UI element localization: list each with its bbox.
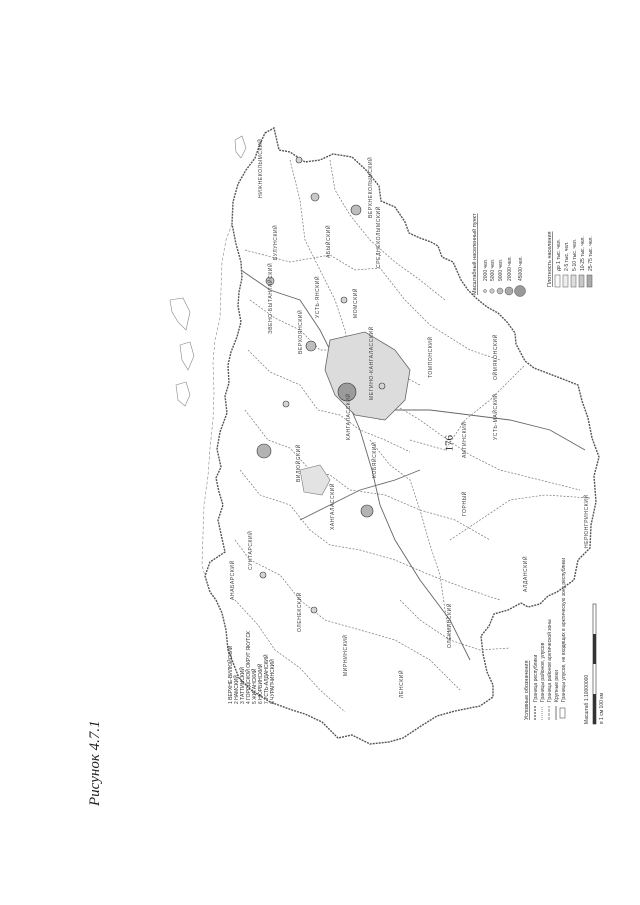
page-number: 176	[444, 435, 456, 452]
district-label: ТОМПОНСКИЙ	[426, 336, 434, 378]
settlement-marker	[282, 400, 290, 408]
district-label: ВЕРХНЕКОЛЫМСКИЙ	[366, 157, 374, 218]
legend-item: до 1 тыс. чел.	[556, 239, 562, 271]
southern-zone-shading	[299, 464, 331, 496]
numbered-district: 8 ЧУРАПЧИНСКИЙ	[268, 659, 276, 704]
scale-note: в 1 см 100 км	[599, 693, 605, 724]
legend-item: 9000 чел.	[498, 259, 504, 281]
legend-item: Крупные реки	[554, 670, 560, 702]
numbered-district: 7 УСТЬ-АЛДАНСКИЙ	[262, 654, 270, 704]
district-label: НЕРЮНГРИНСКИЙ	[582, 494, 590, 548]
coastline	[201, 223, 233, 577]
legend-settlements: Масштабный населенный пункт 2000 чел. 50…	[471, 213, 526, 297]
settlement-marker	[360, 504, 374, 518]
republic-boundary	[204, 126, 600, 745]
numbered-district: 1 ВЕРХНЕ-ВИЛЮЙСКИЙ	[226, 645, 234, 704]
district-label: ОЛЕНЕКСКИЙ	[295, 592, 303, 632]
district-label: АНАБАРСКИЙ	[228, 560, 236, 600]
legend-item: Граница республики	[533, 655, 539, 702]
district-label: АБЫЙСКИЙ	[324, 225, 332, 258]
island	[179, 341, 195, 371]
district-label: СРЕДНЕКОЛЫМСКИЙ	[374, 206, 382, 268]
district-labels: АНАБАРСКИЙ ОЛЕНЕКСКИЙ МИРНИНСКИЙ ЛЕНСКИЙ…	[228, 139, 590, 698]
district-label: АМГИНСКИЙ	[460, 421, 468, 458]
numbered-district: 2 НАМСКИЙ	[232, 675, 240, 704]
legend-item: 5000 чел.	[490, 259, 496, 281]
district-label: АЛДАНСКИЙ	[521, 556, 529, 592]
settlements	[256, 156, 386, 614]
settlement-marker	[337, 382, 357, 402]
settlement-marker	[340, 296, 348, 304]
district-label: ОЙМЯКОНСКИЙ	[491, 334, 499, 380]
settlement-marker	[310, 606, 318, 614]
district-label: ХАНГАЛАССКИЙ	[328, 483, 336, 530]
legend-item: Границы улусов, не входящих в арктическу…	[561, 558, 567, 702]
settlement-marker	[256, 443, 272, 459]
scale-bar: Масштаб 1:10000000 в 1 см 100 км	[584, 603, 605, 725]
district-label: УСТЬ-МАЙСКИЙ	[491, 393, 499, 440]
numbered-district: 5 ЖИГАНСКИЙ	[250, 668, 258, 704]
district-label: МОМСКИЙ	[351, 288, 359, 318]
legend-item: 10-25 тыс. чел.	[580, 236, 586, 271]
district-label: МИРНИНСКИЙ	[341, 634, 349, 676]
numbered-district: 4 ГОРОДСКОЙ ОКРУГ ЯКУТСК	[244, 631, 252, 704]
legend-conventional-title: Условные обозначения	[524, 661, 530, 720]
settlement-marker	[305, 340, 317, 352]
district-boundaries	[234, 159, 591, 713]
legend-settlements-title: Масштабный населенный пункт	[471, 213, 478, 295]
district-label: ВЕРХОЯНСКИЙ	[296, 310, 304, 354]
numbered-district: 6 НЮРБИНСКИЙ	[256, 663, 264, 704]
scale-label: Масштаб 1:10000000	[584, 675, 590, 724]
island	[169, 297, 191, 331]
island	[175, 381, 191, 407]
island	[234, 135, 247, 159]
numbered-district-list: 1 ВЕРХНЕ-ВИЛЮЙСКИЙ 2 НАМСКИЙ 3 ТАТТИНСКИ…	[226, 631, 276, 704]
district-label: МЕГИНО-КАНГАЛАССКИЙ	[367, 326, 375, 400]
settlement-marker	[350, 204, 362, 216]
legend-item: Граница районов арктической зоны	[546, 619, 553, 702]
settlement-marker	[310, 192, 320, 202]
settlement-marker	[259, 571, 267, 579]
district-label: ГОРНЫЙ	[460, 491, 468, 516]
major-rivers	[240, 269, 586, 661]
legend-density-title: Плотность населения	[547, 231, 553, 287]
district-label: КОБЯЙСКИЙ	[370, 442, 378, 478]
numbered-district: 3 ТАТТИНСКИЙ	[238, 667, 246, 704]
settlement-marker	[378, 382, 386, 390]
legend-item: Границы районов, улусов	[539, 642, 546, 702]
district-label: ЭВЕНО-БЫТАНТАЙСКИЙ	[266, 263, 274, 334]
legend-item: 25-75 тыс. чел.	[588, 236, 594, 271]
central-zone-shading	[324, 331, 411, 421]
legend-item: 5-10 тыс. чел.	[572, 239, 578, 271]
district-label: ВИЛЮЙСКИЙ	[294, 444, 302, 482]
district-label: ЛЕНСКИЙ	[397, 670, 405, 698]
legend-item: 45000 чел.	[518, 256, 524, 281]
district-label: УСТЬ-ЯНСКИЙ	[313, 276, 321, 318]
legend-item: 2-5 тыс. чел.	[564, 242, 570, 271]
district-label: ОЛЁКМИНСКИЙ	[445, 603, 453, 648]
district-label: СУНТАРСКИЙ	[246, 531, 254, 570]
settlement-marker	[265, 276, 275, 286]
district-label: БУЛУНСКИЙ	[271, 225, 279, 260]
settlement-marker	[295, 156, 303, 164]
district-label: КАНГАЛАССКИЙ	[344, 393, 352, 440]
figure-caption: Рисунок 4.7.1	[87, 720, 103, 807]
legend-item: 20000 чел.	[507, 256, 513, 281]
legend-conventional: Условные обозначения Граница республики …	[524, 558, 567, 720]
district-label: НИЖНЕКОЛЫМСКИЙ	[256, 139, 264, 198]
legend-item: 2000 чел.	[483, 259, 489, 281]
legend-density: Плотность населения до 1 тыс. чел. 2-5 т…	[547, 231, 594, 288]
